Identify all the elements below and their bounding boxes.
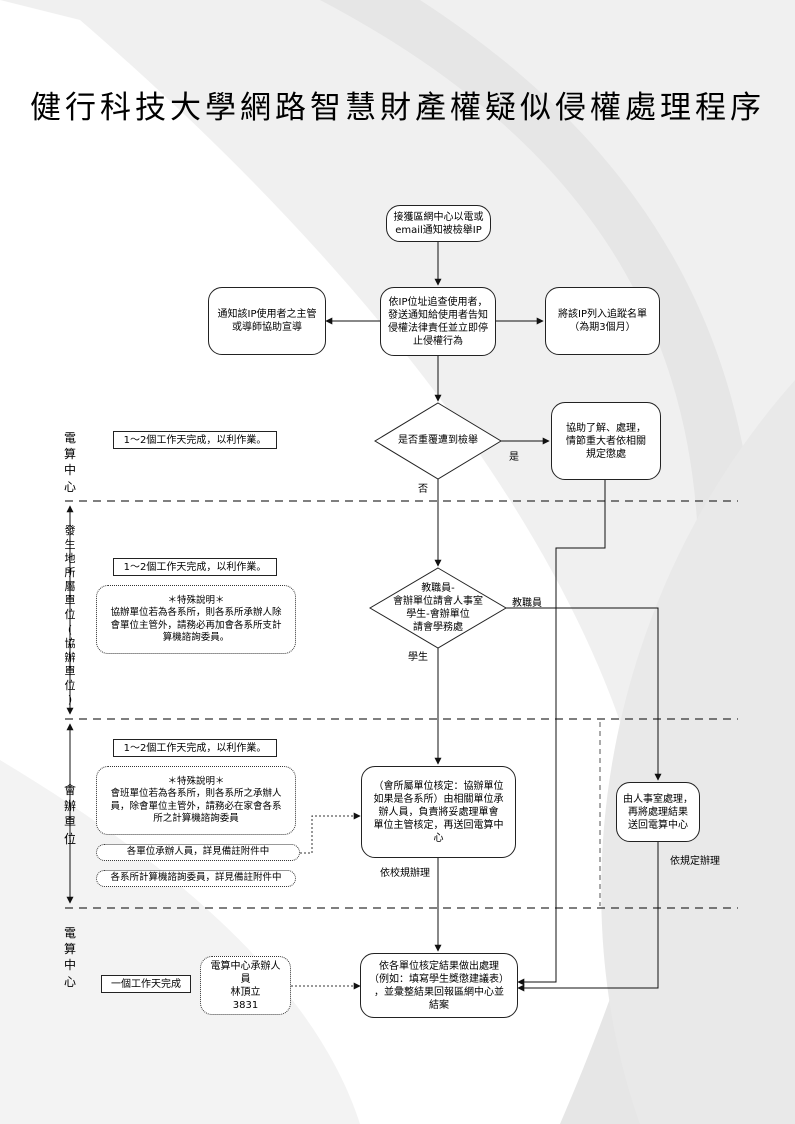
edge-role-staff	[506, 607, 662, 781]
edge-assist-to-final	[517, 480, 606, 986]
final-node: 依各單位核定結果做出處理 （例如：填寫學生獎懲建議表） ，並彙整結果回報區網中心…	[360, 953, 518, 1018]
edge-label-student: 學生	[408, 652, 428, 663]
personnel-office-node: 由人事室處理， 再將處理結果 送回電算中心	[616, 782, 700, 842]
assist-handle-node: 協助了解、處理， 情節重大者依相關 規定懲處	[551, 402, 661, 480]
edge-staff-note	[300, 812, 361, 854]
time-note-handling-unit: 1～2個工作天完成，以利作業。	[113, 739, 277, 757]
cc-contact-note: 電算中心承辦人員 林頂立 3831	[200, 956, 291, 1015]
track-list-node: 將該IP列入追蹤名單 （為期3個月）	[545, 287, 660, 355]
time-note-computer-center: 1～2個工作天完成，以利作業。	[113, 431, 277, 449]
special-note-department: ＊特殊說明＊ 協辦單位若為各系所，則各系所承辦人除 會單位主管外，請務必再加會各…	[96, 585, 296, 654]
notify-supervisor-node: 通知該IP使用者之主管 或導師協助宣導	[208, 287, 326, 355]
edge-label-regulations: 依規定辦理	[670, 856, 720, 867]
start-node: 接獲區網中心以電或 email通知被檢舉IP	[386, 205, 491, 242]
edge-label-staff: 教職員	[512, 598, 542, 609]
unit-review-node: （會所屬單位核定：協辦單位 如果是各系所）由相關單位承 辦人員，負責將妥處理單會…	[361, 766, 516, 858]
lane-label-handling-unit: 會 辦 單 位	[63, 783, 76, 846]
page-title: 健行科技大學網路智慧財產權疑似侵權處理程序	[30, 90, 765, 126]
role-decision-text: 教職員- 會辦單位請會人事室 學生-會辦單位 請會學務處	[393, 583, 483, 633]
lane-label-department: 發 生 地 所 屬 單 位 ( 協 辦 單 位 )	[64, 524, 76, 706]
edge-label-school-rules: 依校規辦理	[380, 868, 430, 879]
repeat-decision-text: 是否重覆遭到檢舉	[398, 435, 478, 446]
time-note-department: 1～2個工作天完成，以利作業。	[113, 558, 277, 576]
edge-label-no: 否	[418, 484, 428, 495]
trace-user-node: 依IP位址追查使用者， 發送通知給使用者告知 侵權法律責任並立即停 止侵權行為	[380, 287, 496, 356]
lane-label-computer-center: 電 算 中 心	[63, 431, 76, 494]
edge-personnel-to-final	[517, 842, 659, 992]
edge-label-yes: 是	[509, 452, 519, 463]
special-note-handling-unit: ＊特殊說明＊ 會班單位若為各系所，則各系所之承辦人 員，除會單位主管外，請務必在…	[96, 766, 296, 835]
time-note-final: 一個工作天完成	[101, 975, 191, 993]
unit-staff-note: 各單位承辦人員，詳見備註附件中	[96, 844, 300, 861]
lane-label-computer-center-bottom: 電 算 中 心	[63, 926, 76, 989]
dept-committee-note: 各系所計算機諮詢委員，詳見備註附件中	[96, 870, 296, 887]
